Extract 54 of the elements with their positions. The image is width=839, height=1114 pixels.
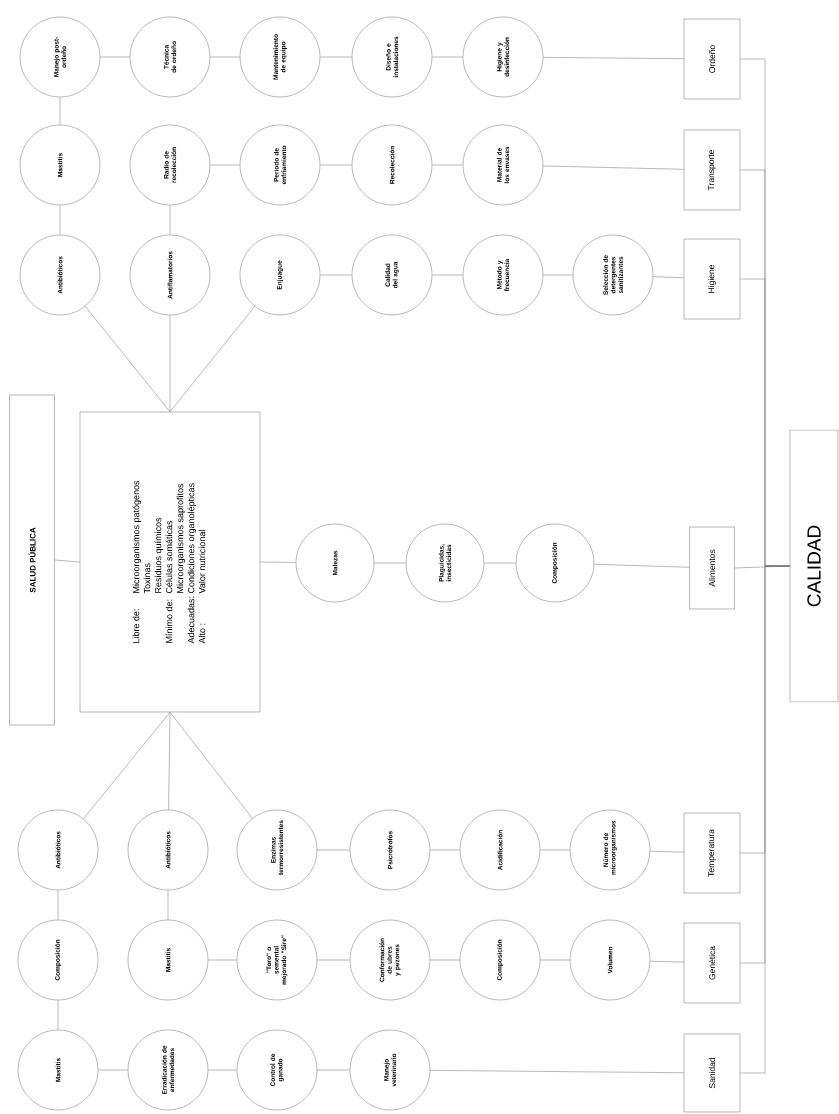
connector-line [543,274,573,276]
category-box: Transporte [683,129,741,211]
category-box: Ordeño [683,18,741,100]
category-box: Alimentos [689,526,735,610]
connector-line [543,165,684,170]
connector-line [320,274,352,276]
connector-line [169,306,255,412]
connector-line [210,56,240,58]
connector-line [169,205,171,235]
connector-line [169,712,253,819]
connector-line [208,959,237,961]
connector-line [540,959,570,961]
connector-line [210,164,240,166]
category-box: Temperatura [683,812,741,894]
connector-line [320,164,352,166]
quality-box: CALIDAD [789,429,839,703]
category-box: Higiene [683,238,741,320]
connector-line [594,564,690,568]
connector-line [85,306,171,412]
connector-line [650,850,684,853]
connector-line [317,849,350,851]
connector-line [430,959,460,961]
connector-line [168,712,171,810]
connector-line [543,57,684,59]
connector-line [59,205,61,235]
connector-line [59,97,61,125]
connector-line [260,561,296,563]
connector-line [430,1070,684,1073]
connector-line [208,1069,237,1071]
category-box: Genética [683,922,741,1004]
connector-line [98,1069,128,1071]
connector-line [100,56,130,58]
connector-line [57,1000,59,1030]
connector-line [374,562,406,564]
requirements-box: Libre de: Microorganismos patógenos Toxinas Residuos químicos Mínimo de: Células somáticas Microorganismos saprofitos Adecuadas: Condiciones organolépticas Alto : Valor nutricional [79,411,261,713]
connector-line [317,959,350,961]
connector-line [54,559,80,563]
connector-line [167,890,169,920]
connector-line [320,56,352,58]
connector-line [540,849,570,851]
connector-line [83,712,171,819]
connector-line [317,1069,350,1071]
connector-line [169,315,171,412]
connector-line [430,849,460,851]
connector-line [484,562,516,564]
category-box: Sanidad [683,1033,741,1113]
heading-box: SALUD PÚBLICA [9,394,55,726]
connector-line [650,960,684,963]
connector-line [740,565,790,1074]
connector-line [652,276,684,279]
connector-line [432,274,463,276]
connector-line [57,890,59,920]
connector-line [432,56,463,58]
connector-line [432,164,463,166]
